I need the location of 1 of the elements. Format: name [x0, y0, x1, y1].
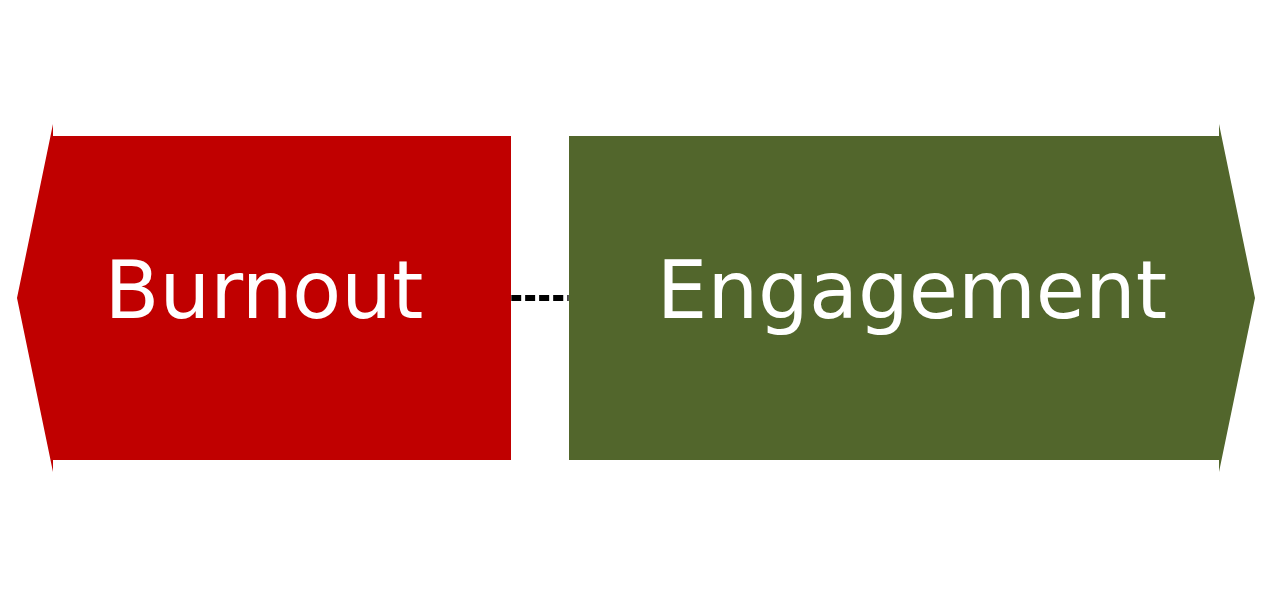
connector: [511, 295, 569, 301]
